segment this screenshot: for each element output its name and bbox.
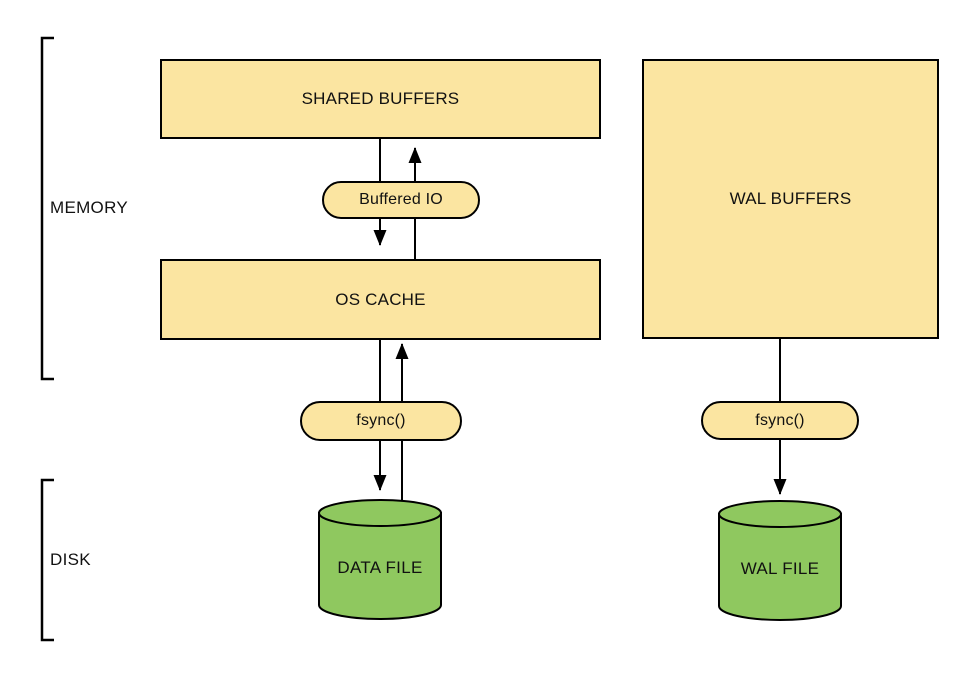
data-file-label: DATA FILE [337,558,423,577]
os-cache-box: OS CACHE [160,259,601,340]
fsync-wal-pill: fsync() [701,401,859,440]
memory-section-label: MEMORY [50,198,128,217]
wal-file-cylinder [718,500,842,621]
shared-buffers-box: SHARED BUFFERS [160,59,601,139]
buffered-io-pill: Buffered IO [322,181,480,219]
wal-file-label: WAL FILE [740,559,820,578]
disk-section-label: DISK [50,550,91,569]
memory-bracket [40,36,54,381]
disk-bracket [40,478,54,642]
wal-buffers-box: WAL BUFFERS [642,59,939,339]
fsync-data-pill: fsync() [300,401,462,441]
data-file-cylinder [318,499,442,620]
